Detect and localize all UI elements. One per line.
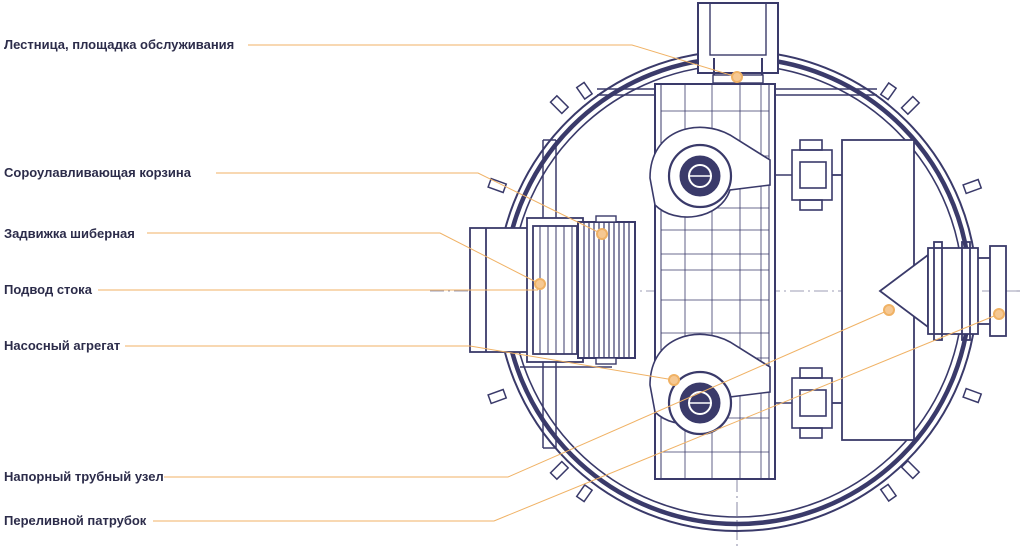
label-inlet: Подвод стока xyxy=(4,282,93,297)
pump-upper xyxy=(649,126,771,218)
marker-overflow xyxy=(993,308,1005,320)
label-gate-valve: Задвижка шиберная xyxy=(4,226,135,241)
marker-basket xyxy=(596,228,608,240)
pressure-manifold xyxy=(832,139,929,441)
leader-basket xyxy=(216,172,603,235)
label-basket: Сороулавливающая корзина xyxy=(4,165,192,180)
marker-ladder xyxy=(731,71,743,83)
label-pressure-pipe: Напорный трубный узел xyxy=(4,469,164,484)
marker-pressure-pipe xyxy=(883,304,895,316)
shell-brackets xyxy=(487,81,983,503)
outlet-pipe xyxy=(927,241,1007,341)
marker-pump xyxy=(668,374,680,386)
ladder xyxy=(697,2,779,84)
marker-gate-valve xyxy=(534,278,546,290)
labels: Лестница, площадка обслуживания Сороулав… xyxy=(4,37,234,528)
leader-lines xyxy=(98,44,1000,522)
label-overflow: Переливной патрубок xyxy=(4,513,147,528)
callout-markers xyxy=(534,71,1005,386)
trash-basket xyxy=(577,215,636,365)
leader-pressure-pipe xyxy=(164,309,890,478)
leader-overflow xyxy=(153,313,1000,522)
leader-gate-valve xyxy=(147,232,541,285)
valve-lower xyxy=(775,367,833,439)
label-pump: Насосный агрегат xyxy=(4,338,120,353)
valve-upper xyxy=(775,139,833,211)
label-ladder: Лестница, площадка обслуживания xyxy=(4,37,234,52)
leader-ladder xyxy=(248,44,738,78)
leader-pump xyxy=(125,345,675,381)
